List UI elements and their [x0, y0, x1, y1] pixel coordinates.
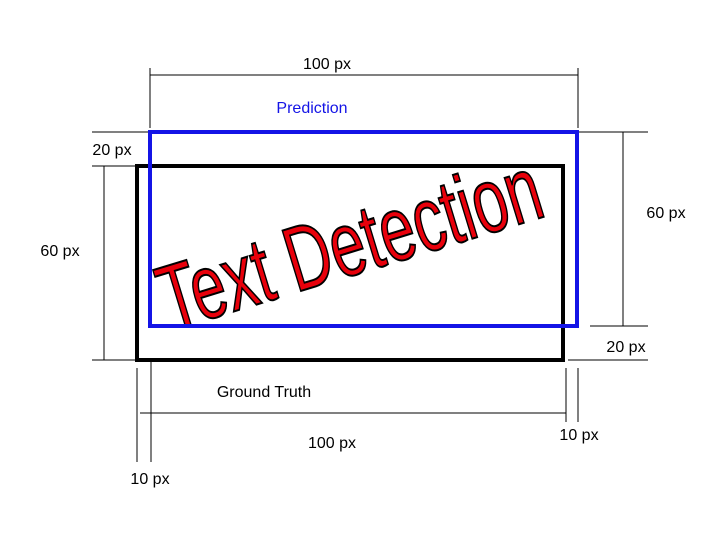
left-height-label: 60 px	[40, 243, 79, 260]
wordart-text-detection: Text Detection	[146, 137, 554, 350]
prediction-box	[148, 130, 579, 328]
left-offset-label: 10 px	[130, 471, 169, 488]
right-offset-label: 10 px	[559, 427, 598, 444]
top-offset-label: 20 px	[92, 142, 131, 159]
ground-truth-box	[135, 164, 565, 362]
ground-truth-label: Ground Truth	[217, 384, 311, 401]
prediction-label: Prediction	[276, 100, 347, 117]
bottom-width-label: 100 px	[308, 435, 356, 452]
right-height-label: 60 px	[646, 205, 685, 222]
top-width-label: 100 px	[303, 56, 351, 73]
bottom-offset-label: 20 px	[606, 339, 645, 356]
